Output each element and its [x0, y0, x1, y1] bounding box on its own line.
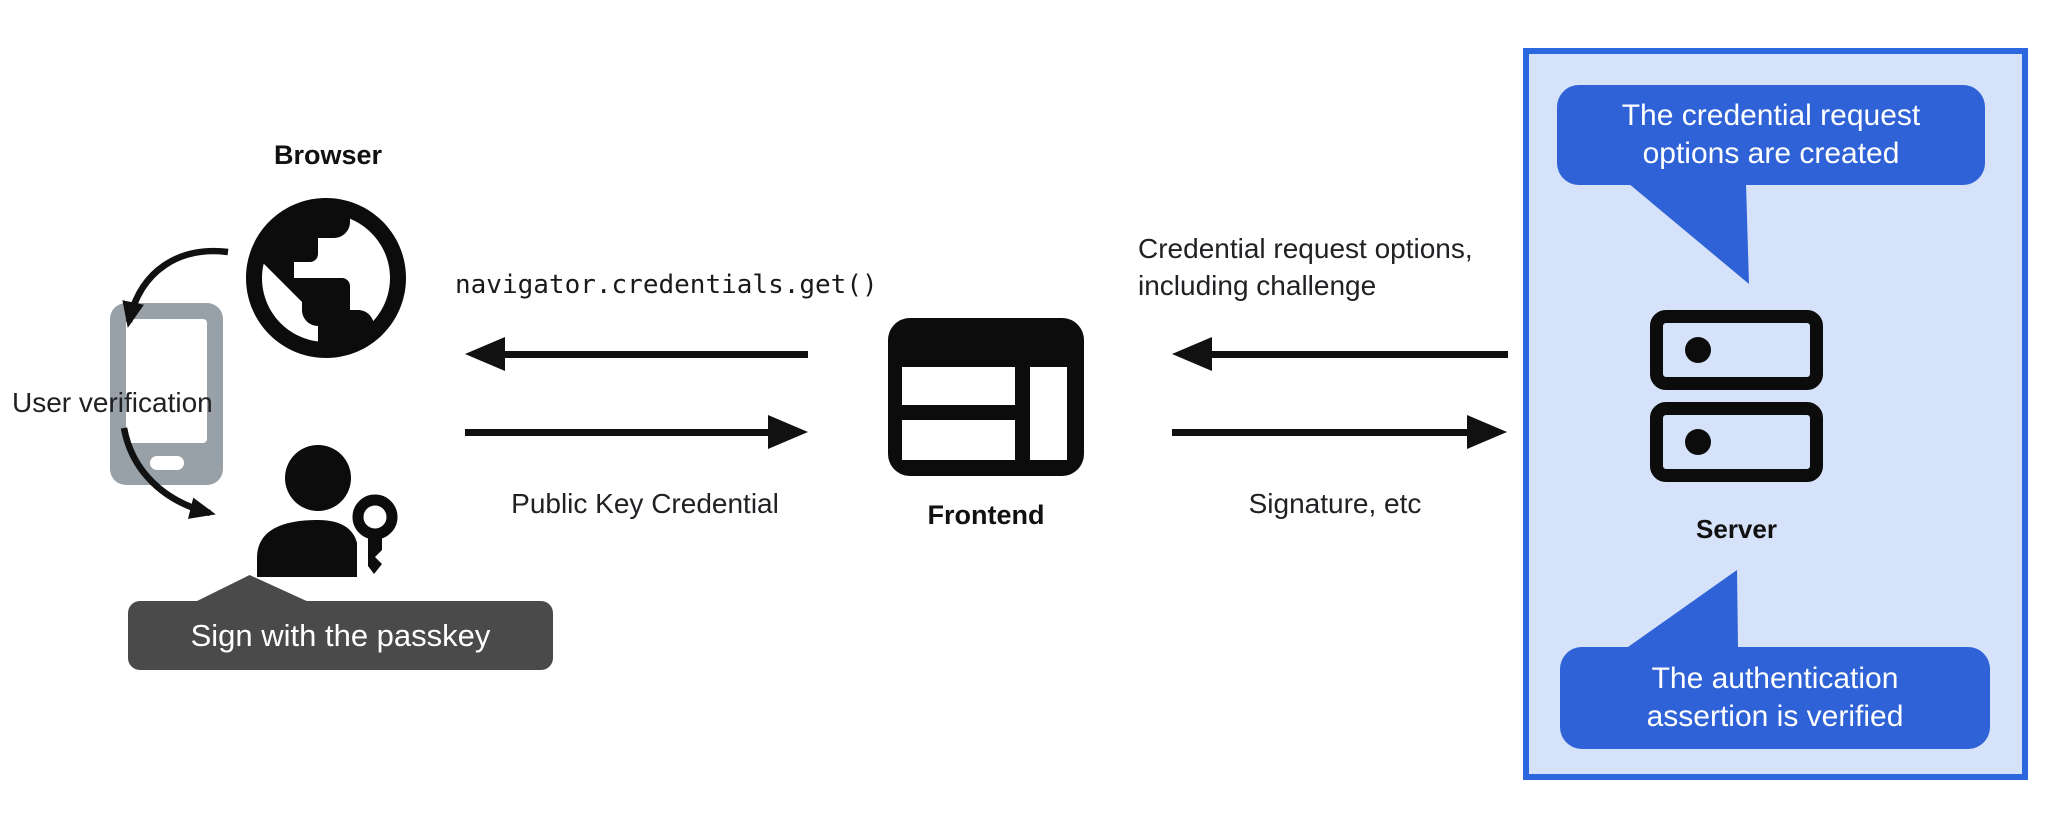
assertion-verified-callout-tail	[1628, 570, 1738, 647]
browser-label: Browser	[273, 140, 383, 170]
public-key-credential-label: Public Key Credential	[511, 488, 779, 519]
request-created-callout: The credential request options are creat…	[1557, 85, 1985, 185]
sign-passkey-callout: Sign with the passkey	[128, 601, 553, 670]
signature-label: Signature, etc	[1248, 488, 1422, 519]
server-label: Server	[1696, 514, 1777, 544]
frontend-window-icon	[888, 318, 1084, 476]
credential-request-label: Credential request options, including ch…	[1138, 233, 1473, 301]
passkey-person-icon	[257, 445, 398, 577]
server-led-dot	[1685, 429, 1711, 455]
server-led-dot	[1685, 337, 1711, 363]
assertion-verified-callout: The authentication assertion is verified	[1560, 647, 1990, 749]
user-verification-label: User verification	[12, 387, 213, 418]
phone-screen	[126, 319, 207, 443]
phone-home-slot	[150, 456, 184, 470]
arrow-browser-to-phone	[122, 247, 229, 328]
globe-icon	[246, 198, 406, 358]
curved-flow-arrows	[120, 247, 229, 519]
request-created-callout-tail	[1628, 183, 1749, 284]
phone-icon	[110, 303, 223, 485]
arrow-phone-to-user	[120, 427, 216, 519]
navigator-call-label: navigator.credentials.get()	[455, 270, 878, 300]
server-unit-bottom-icon	[1650, 402, 1823, 482]
server-unit-top-icon	[1650, 310, 1823, 390]
frontend-label: Frontend	[927, 500, 1045, 530]
